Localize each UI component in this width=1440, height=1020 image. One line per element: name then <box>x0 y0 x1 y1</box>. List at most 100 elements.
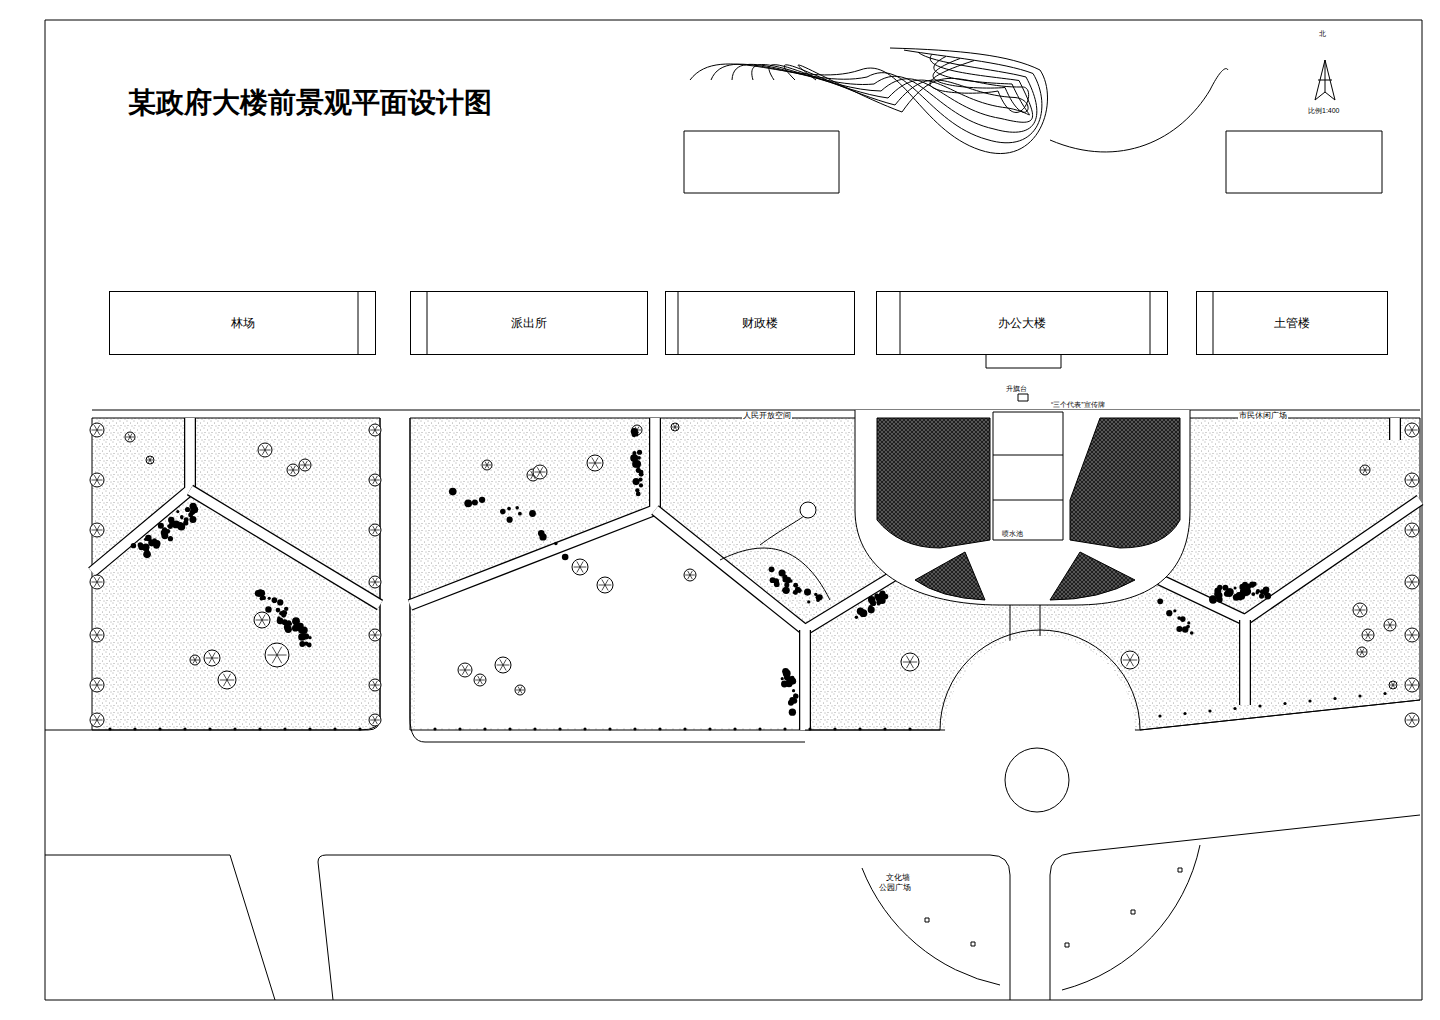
shrub <box>639 472 644 477</box>
shrub <box>658 727 661 730</box>
walkway-edge <box>92 418 190 572</box>
shrub <box>783 587 790 594</box>
shrub <box>277 599 283 605</box>
shrub <box>507 517 513 523</box>
building-outline <box>684 131 839 193</box>
shrub <box>152 538 157 543</box>
road-edge <box>1140 700 1420 730</box>
road-edge <box>318 855 1010 1000</box>
shrub <box>483 727 486 730</box>
building-line <box>1213 291 1214 355</box>
title: 某政府大楼前景观平面设计图 <box>128 84 492 122</box>
shrub <box>789 708 796 715</box>
shrub <box>1263 591 1268 596</box>
lawn-edge <box>380 418 381 718</box>
shrub <box>176 510 179 513</box>
walkway <box>1240 620 1250 705</box>
building-outline <box>1226 131 1382 193</box>
shrub <box>255 590 262 597</box>
plaza-outline <box>855 410 1190 605</box>
walkway-edge <box>410 418 655 605</box>
plan-label: 文化墙 <box>885 874 911 883</box>
building-line <box>678 291 679 355</box>
plan-label: 北 <box>1318 30 1327 38</box>
shrub <box>257 593 260 596</box>
shrub <box>258 727 261 730</box>
tree <box>1121 651 1139 669</box>
tree <box>1384 619 1396 631</box>
shrub <box>1333 697 1336 700</box>
contour-line <box>798 61 1029 113</box>
shrub <box>262 596 266 600</box>
contour-line <box>784 59 1028 113</box>
frame <box>45 20 1422 1000</box>
tree <box>90 523 104 537</box>
building-name: 派出所 <box>511 315 547 332</box>
shrub <box>131 543 136 548</box>
contour-line <box>769 56 1030 115</box>
north-arrow <box>1325 60 1326 92</box>
shrub <box>515 506 518 509</box>
tree <box>218 671 236 689</box>
shrub <box>637 456 641 460</box>
plan-label: 市民休闲广场 <box>1238 412 1288 421</box>
road-edge <box>805 730 940 731</box>
lawn <box>92 418 380 730</box>
paving <box>877 418 990 548</box>
shrub <box>479 497 485 503</box>
building-name: 林场 <box>231 315 255 332</box>
shrub <box>877 602 880 605</box>
shrub <box>180 515 184 519</box>
building-box: 办公大楼 <box>876 291 1168 355</box>
shrub <box>1176 626 1182 632</box>
shrub <box>870 598 874 602</box>
shrub <box>769 566 775 572</box>
shrub <box>807 600 810 603</box>
shrub <box>858 727 861 730</box>
tree <box>90 628 104 642</box>
shrub <box>184 517 189 522</box>
shrub <box>449 488 457 496</box>
shrub <box>583 727 586 730</box>
shrub <box>733 727 736 730</box>
tree <box>146 456 154 464</box>
building-box: 林场 <box>109 291 376 355</box>
tree <box>684 569 696 581</box>
road-edge <box>1050 815 1420 1000</box>
shrub <box>784 582 789 587</box>
shrub <box>879 597 886 604</box>
tree <box>474 674 486 686</box>
shrub <box>1222 585 1228 591</box>
shrub <box>804 589 811 596</box>
shrub <box>808 727 811 730</box>
garden-path <box>760 515 805 545</box>
contour-line <box>690 48 1048 154</box>
shrub <box>636 492 641 497</box>
contour-line <box>1050 69 1228 152</box>
shrub <box>282 610 286 614</box>
shrub <box>133 727 136 730</box>
shrub <box>472 499 478 505</box>
tree <box>671 423 679 431</box>
shrub <box>774 581 780 587</box>
plan-label: “三个代表”宣传牌 <box>1050 401 1106 409</box>
walkway <box>92 418 190 572</box>
shrub <box>1244 588 1251 595</box>
shrub <box>634 460 641 467</box>
building-line <box>427 291 428 355</box>
shrub <box>1173 609 1176 612</box>
tree <box>1405 628 1419 642</box>
tree <box>369 576 381 588</box>
shrub <box>1208 709 1211 712</box>
contour-line <box>711 50 1042 143</box>
shrub <box>1235 595 1240 600</box>
shrub <box>639 483 643 487</box>
tree <box>265 643 289 667</box>
building-name: 办公大楼 <box>998 315 1046 332</box>
plan-label: 比例1:400 <box>1307 107 1341 115</box>
shrub <box>782 668 789 675</box>
shrub <box>814 593 817 596</box>
tree <box>1405 423 1419 437</box>
shrub <box>608 727 611 730</box>
lamp <box>1178 868 1182 872</box>
